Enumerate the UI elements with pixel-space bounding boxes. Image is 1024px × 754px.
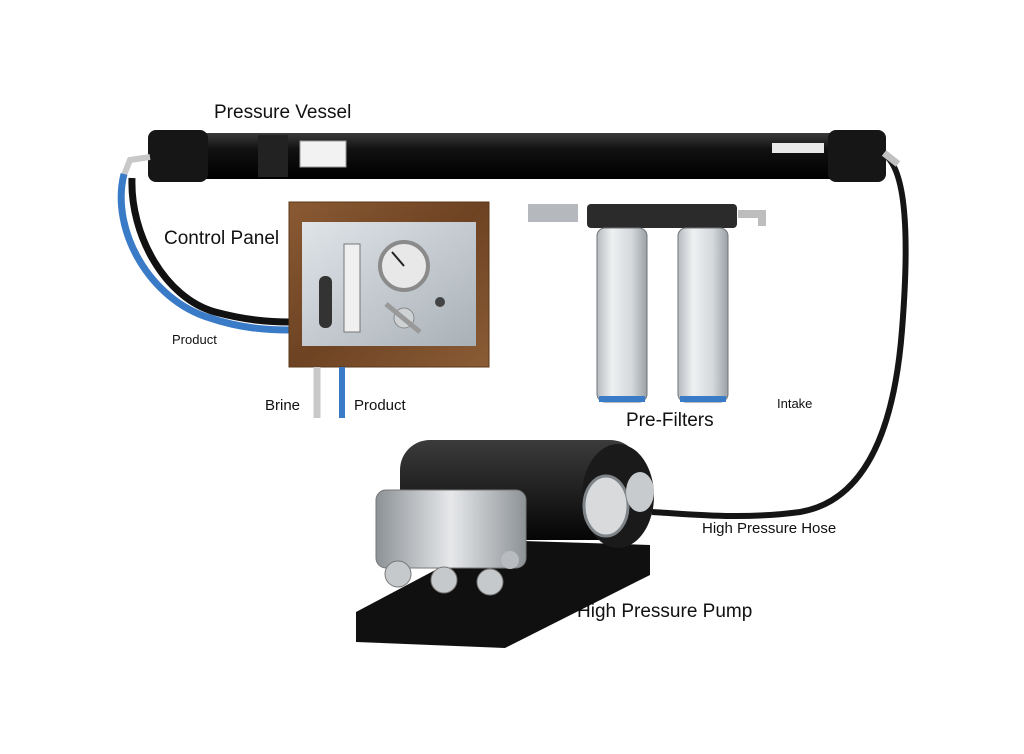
pump-cap-2: [430, 566, 458, 594]
label-product-bottom: Product: [354, 397, 406, 414]
hose-fitting: [881, 150, 901, 167]
intake-elbow: [738, 210, 766, 226]
flow-meter: [343, 243, 361, 333]
label-pressure-vessel: Pressure Vessel: [214, 102, 352, 123]
vessel-right-cap: [828, 130, 886, 182]
pump-base-plate: [356, 540, 650, 648]
high-pressure-hose-line: [651, 152, 909, 520]
filter-housing-right: [677, 227, 729, 403]
label-product-left: Product: [172, 332, 217, 347]
gauge-needle: [391, 251, 405, 267]
pump-head: [375, 489, 527, 569]
filter-right-base: [680, 396, 726, 402]
inlet-valve: [528, 204, 578, 222]
panel-handle: [319, 276, 332, 328]
product-hose-black: [128, 177, 291, 326]
panel-switch: [435, 297, 445, 307]
vessel-left-cap: [148, 130, 208, 182]
filter-left-base: [599, 396, 645, 402]
pressure-vessel: [121, 130, 886, 182]
vessel-tag: [772, 143, 824, 153]
pre-filters: [528, 204, 767, 420]
filter-housing-left: [596, 227, 648, 403]
high-pressure-pump: [356, 440, 654, 648]
vessel-label-plate: [299, 140, 347, 168]
valve-handle: [384, 302, 422, 334]
product-hose-blue: [117, 173, 291, 334]
pulley-small: [626, 472, 654, 512]
label-high-pressure-pump: High Pressure Pump: [577, 601, 753, 622]
label-brine: Brine: [265, 397, 301, 414]
vessel-left-fitting: [121, 154, 151, 177]
pulley: [582, 474, 630, 538]
label-pre-filters: Pre-Filters: [626, 410, 714, 431]
filter-head: [587, 204, 737, 228]
vessel-band: [258, 135, 288, 177]
pump-port: [501, 551, 519, 569]
pump-cap-3: [476, 568, 504, 596]
pump-cap-1: [384, 560, 412, 588]
label-high-pressure-hose: High Pressure Hose: [702, 520, 837, 537]
control-panel: [288, 201, 490, 418]
label-intake: Intake: [777, 396, 813, 411]
label-control-panel: Control Panel: [164, 228, 280, 249]
